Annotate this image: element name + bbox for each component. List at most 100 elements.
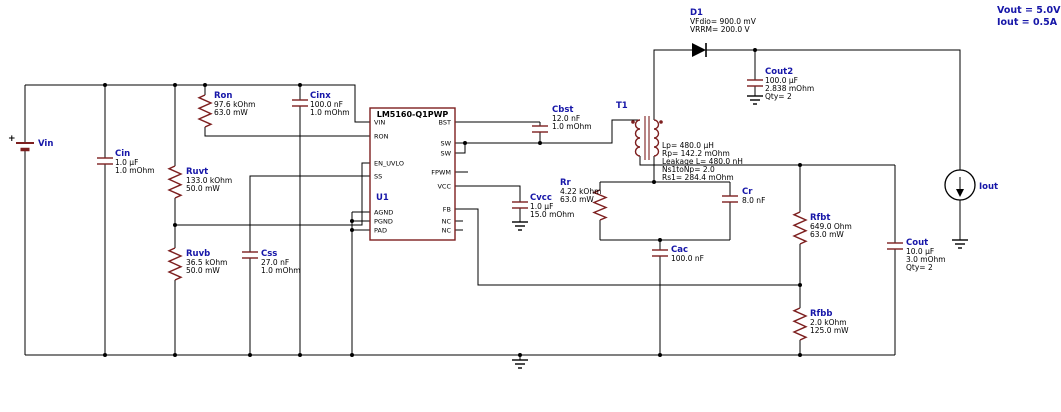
plus-sign: + [8, 134, 16, 144]
cac-designator: Cac [671, 245, 688, 255]
pin-fpwm: FPWM [431, 169, 451, 177]
pin-bst: BST [439, 119, 451, 127]
wire-ron [204, 127, 370, 137]
rr-value: 4.22 kOhm [560, 187, 601, 196]
component-u1-ic[interactable]: LM5160-Q1PWP U1 VIN RON EN_UVLO SS AGND … [369, 107, 456, 241]
t1-designator: T1 [616, 101, 628, 111]
component-cinx[interactable]: Cinx 100.0 nF 1.0 mOhm [292, 91, 350, 117]
cvcc-esr: 15.0 mOhm [530, 210, 574, 219]
component-ron[interactable]: Ron 97.6 kOhm 63.0 mW [197, 91, 255, 128]
wire-vout1-rail [639, 156, 895, 166]
css-value: 27.0 nF [261, 258, 289, 267]
rfbb-value: 2.0 kOhm [810, 318, 847, 327]
ron-designator: Ron [214, 91, 232, 101]
pin-ss: SS [374, 173, 382, 181]
rfbb-designator: Rfbb [810, 309, 832, 319]
wire-ss [249, 175, 370, 252]
cout2-value: 100.0 µF [765, 76, 798, 85]
t1-param-lp: Lp= 480.0 µH [662, 141, 714, 150]
rr-designator: Rr [560, 178, 572, 188]
pin-en-uvlo: EN_UVLO [374, 160, 404, 168]
d1-vrrm: VRRM= 200.0 V [690, 25, 751, 34]
rfbt-designator: Rfbt [810, 213, 830, 223]
ruvt-power: 50.0 mW [186, 184, 220, 193]
css-esr: 1.0 mOhm [261, 266, 301, 275]
pin-fb: FB [443, 206, 451, 214]
pin-sw2: SW [440, 150, 451, 158]
cr-value: 8.0 nF [742, 196, 765, 205]
ground-symbol-cout2 [747, 95, 763, 105]
wire-sw [455, 119, 640, 144]
d1-designator: D1 [690, 8, 703, 18]
pin-sw1: SW [440, 140, 451, 148]
cinx-value: 100.0 nF [310, 100, 343, 109]
wire-fb [455, 208, 800, 286]
iout-designator: Iout [979, 182, 998, 192]
component-cout2[interactable]: Cout2 100.0 µF 2.838 mOhm Qty= 2 [747, 67, 814, 101]
ruvt-designator: Ruvt [186, 167, 208, 177]
pin-pad: PAD [374, 227, 387, 235]
css-designator: Css [261, 249, 277, 259]
junction-dots [103, 48, 802, 357]
wire-vin-rail [25, 84, 370, 123]
rfbb-power: 125.0 mW [810, 326, 849, 335]
component-iout-source[interactable]: Iout [944, 169, 998, 201]
component-rr[interactable]: Rr 4.22 kOhm 63.0 mW [560, 178, 608, 221]
wires [24, 49, 961, 360]
component-cr[interactable]: Cr 8.0 nF [722, 187, 765, 205]
u1-part-number: LM5160-Q1PWP [377, 110, 449, 119]
component-cin[interactable]: Cin 1.0 µF 1.0 mOhm [97, 149, 155, 175]
iout-annotation: Iout = 0.5A [997, 17, 1058, 28]
pin-vcc: VCC [437, 183, 451, 191]
component-cbst[interactable]: Cbst 12.0 nF 1.0 mOhm [532, 105, 592, 133]
cout2-qty: Qty= 2 [765, 92, 792, 101]
cvcc-value: 1.0 µF [530, 202, 553, 211]
ruvb-power: 50.0 mW [186, 266, 220, 275]
wire-en-uvlo [175, 162, 370, 226]
pin-nc1: NC [442, 218, 452, 226]
u1-designator: U1 [376, 193, 389, 203]
ron-value: 97.6 kOhm [214, 100, 255, 109]
component-rfbb[interactable]: Rfbb 2.0 kOhm 125.0 mW [792, 307, 849, 341]
cvcc-designator: Cvcc [530, 193, 552, 203]
component-cvcc[interactable]: Cvcc 1.0 µF 15.0 mOhm [512, 193, 574, 219]
ruvb-designator: Ruvb [186, 249, 210, 259]
cin-designator: Cin [115, 149, 130, 159]
component-ruvt[interactable]: Ruvt 133.0 kOhm 50.0 mW [167, 165, 232, 199]
component-cac[interactable]: Cac 100.0 nF [652, 245, 704, 263]
pin-pgnd: PGND [374, 218, 393, 226]
cout-esr: 3.0 mOhm [906, 255, 946, 264]
cinx-designator: Cinx [310, 91, 331, 101]
component-rfbt[interactable]: Rfbt 649.0 Ohm 63.0 mW [792, 211, 852, 245]
component-vin-source[interactable]: + Vin [8, 134, 53, 152]
pin-vin: VIN [374, 119, 385, 127]
cin-esr: 1.0 mOhm [115, 166, 155, 175]
cbst-value: 12.0 nF [552, 114, 580, 123]
ruvb-value: 36.5 kOhm [186, 258, 227, 267]
ground-symbol-main [512, 359, 528, 369]
t1-param-rp: Rp= 142.2 mOhm [662, 149, 730, 158]
component-cout[interactable]: Cout 10.0 µF 3.0 mOhm Qty= 2 [887, 238, 946, 272]
cac-value: 100.0 nF [671, 254, 704, 263]
component-ruvb[interactable]: Ruvb 36.5 kOhm 50.0 mW [167, 247, 227, 281]
cin-value: 1.0 µF [115, 158, 138, 167]
cout2-designator: Cout2 [765, 67, 793, 77]
pin-agnd: AGND [374, 209, 393, 217]
component-d1-diode[interactable]: D1 VFdio= 900.0 mV VRRM= 200.0 V [690, 8, 757, 57]
output-annotations: Vout = 5.0V Iout = 0.5A [997, 5, 1061, 28]
component-css[interactable]: Css 27.0 nF 1.0 mOhm [242, 249, 301, 275]
component-t1-transformer[interactable]: T1 Lp= 480.0 µH Rp= 142.2 mOhm Leakage L… [616, 101, 743, 182]
cbst-designator: Cbst [552, 105, 573, 115]
vout-annotation: Vout = 5.0V [997, 5, 1061, 16]
ron-power: 63.0 mW [214, 108, 248, 117]
ruvt-value: 133.0 kOhm [186, 176, 232, 185]
rfbt-value: 649.0 Ohm [810, 222, 852, 231]
vin-designator: Vin [38, 139, 53, 149]
cout2-esr: 2.838 mOhm [765, 84, 814, 93]
rfbt-power: 63.0 mW [810, 230, 844, 239]
cout-designator: Cout [906, 238, 928, 248]
ground-symbol-cvcc [512, 221, 528, 231]
